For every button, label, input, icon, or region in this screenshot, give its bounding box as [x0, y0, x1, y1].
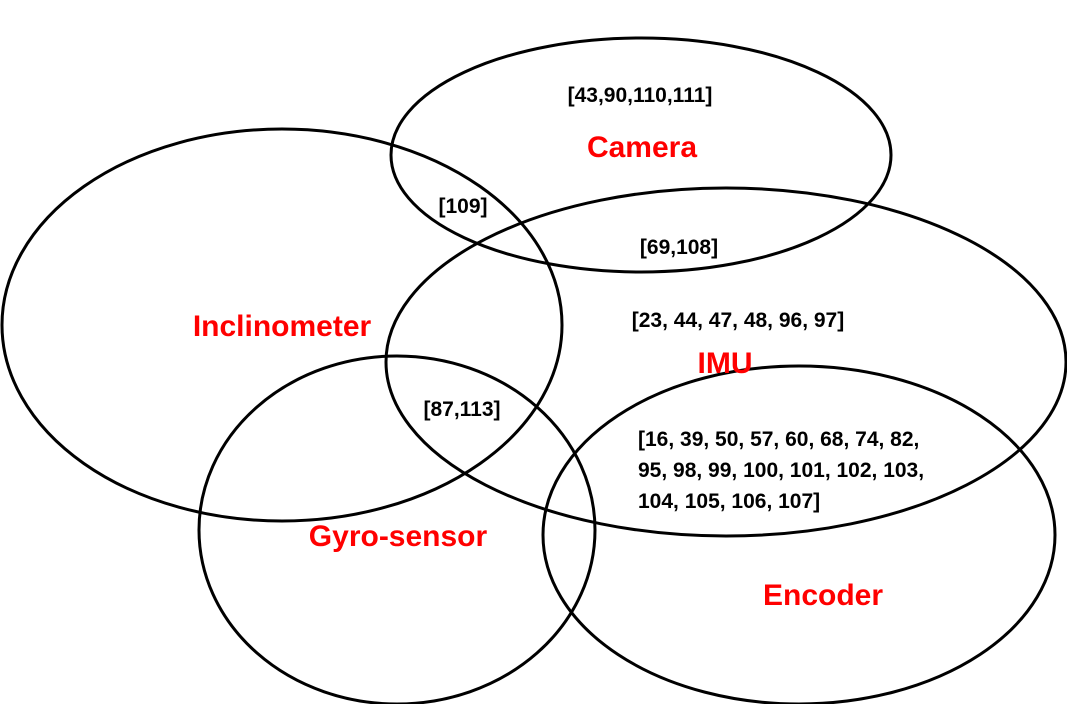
gyro-sensor-label: Gyro-sensor [309, 520, 488, 553]
region-imu-encoder-line-2: 95, 98, 99, 100, 101, 102, 103, [638, 459, 924, 482]
gyro-sensor-ellipse [197, 354, 597, 704]
region-imu-encoder-line-1: [16, 39, 50, 57, 60, 68, 74, 82, [638, 428, 919, 451]
region-camera-inclinometer: [109] [438, 195, 487, 218]
camera-label: Camera [587, 131, 697, 164]
region-imu-only: [23, 44, 47, 48, 96, 97] [632, 309, 844, 332]
imu-ellipse [384, 186, 1067, 538]
camera-ellipse [389, 36, 893, 274]
encoder-ellipse [541, 364, 1057, 704]
region-inclinometer-imu-gyro: [87,113] [423, 398, 500, 421]
imu-label: IMU [698, 347, 753, 380]
encoder-label: Encoder [763, 579, 883, 612]
inclinometer-label: Inclinometer [193, 310, 372, 343]
region-camera-only: [43,90,110,111] [568, 84, 713, 107]
inclinometer-ellipse [0, 127, 564, 523]
region-imu-encoder-line-3: 104, 105, 106, 107] [638, 490, 820, 513]
region-camera-imu: [69,108] [640, 236, 718, 259]
